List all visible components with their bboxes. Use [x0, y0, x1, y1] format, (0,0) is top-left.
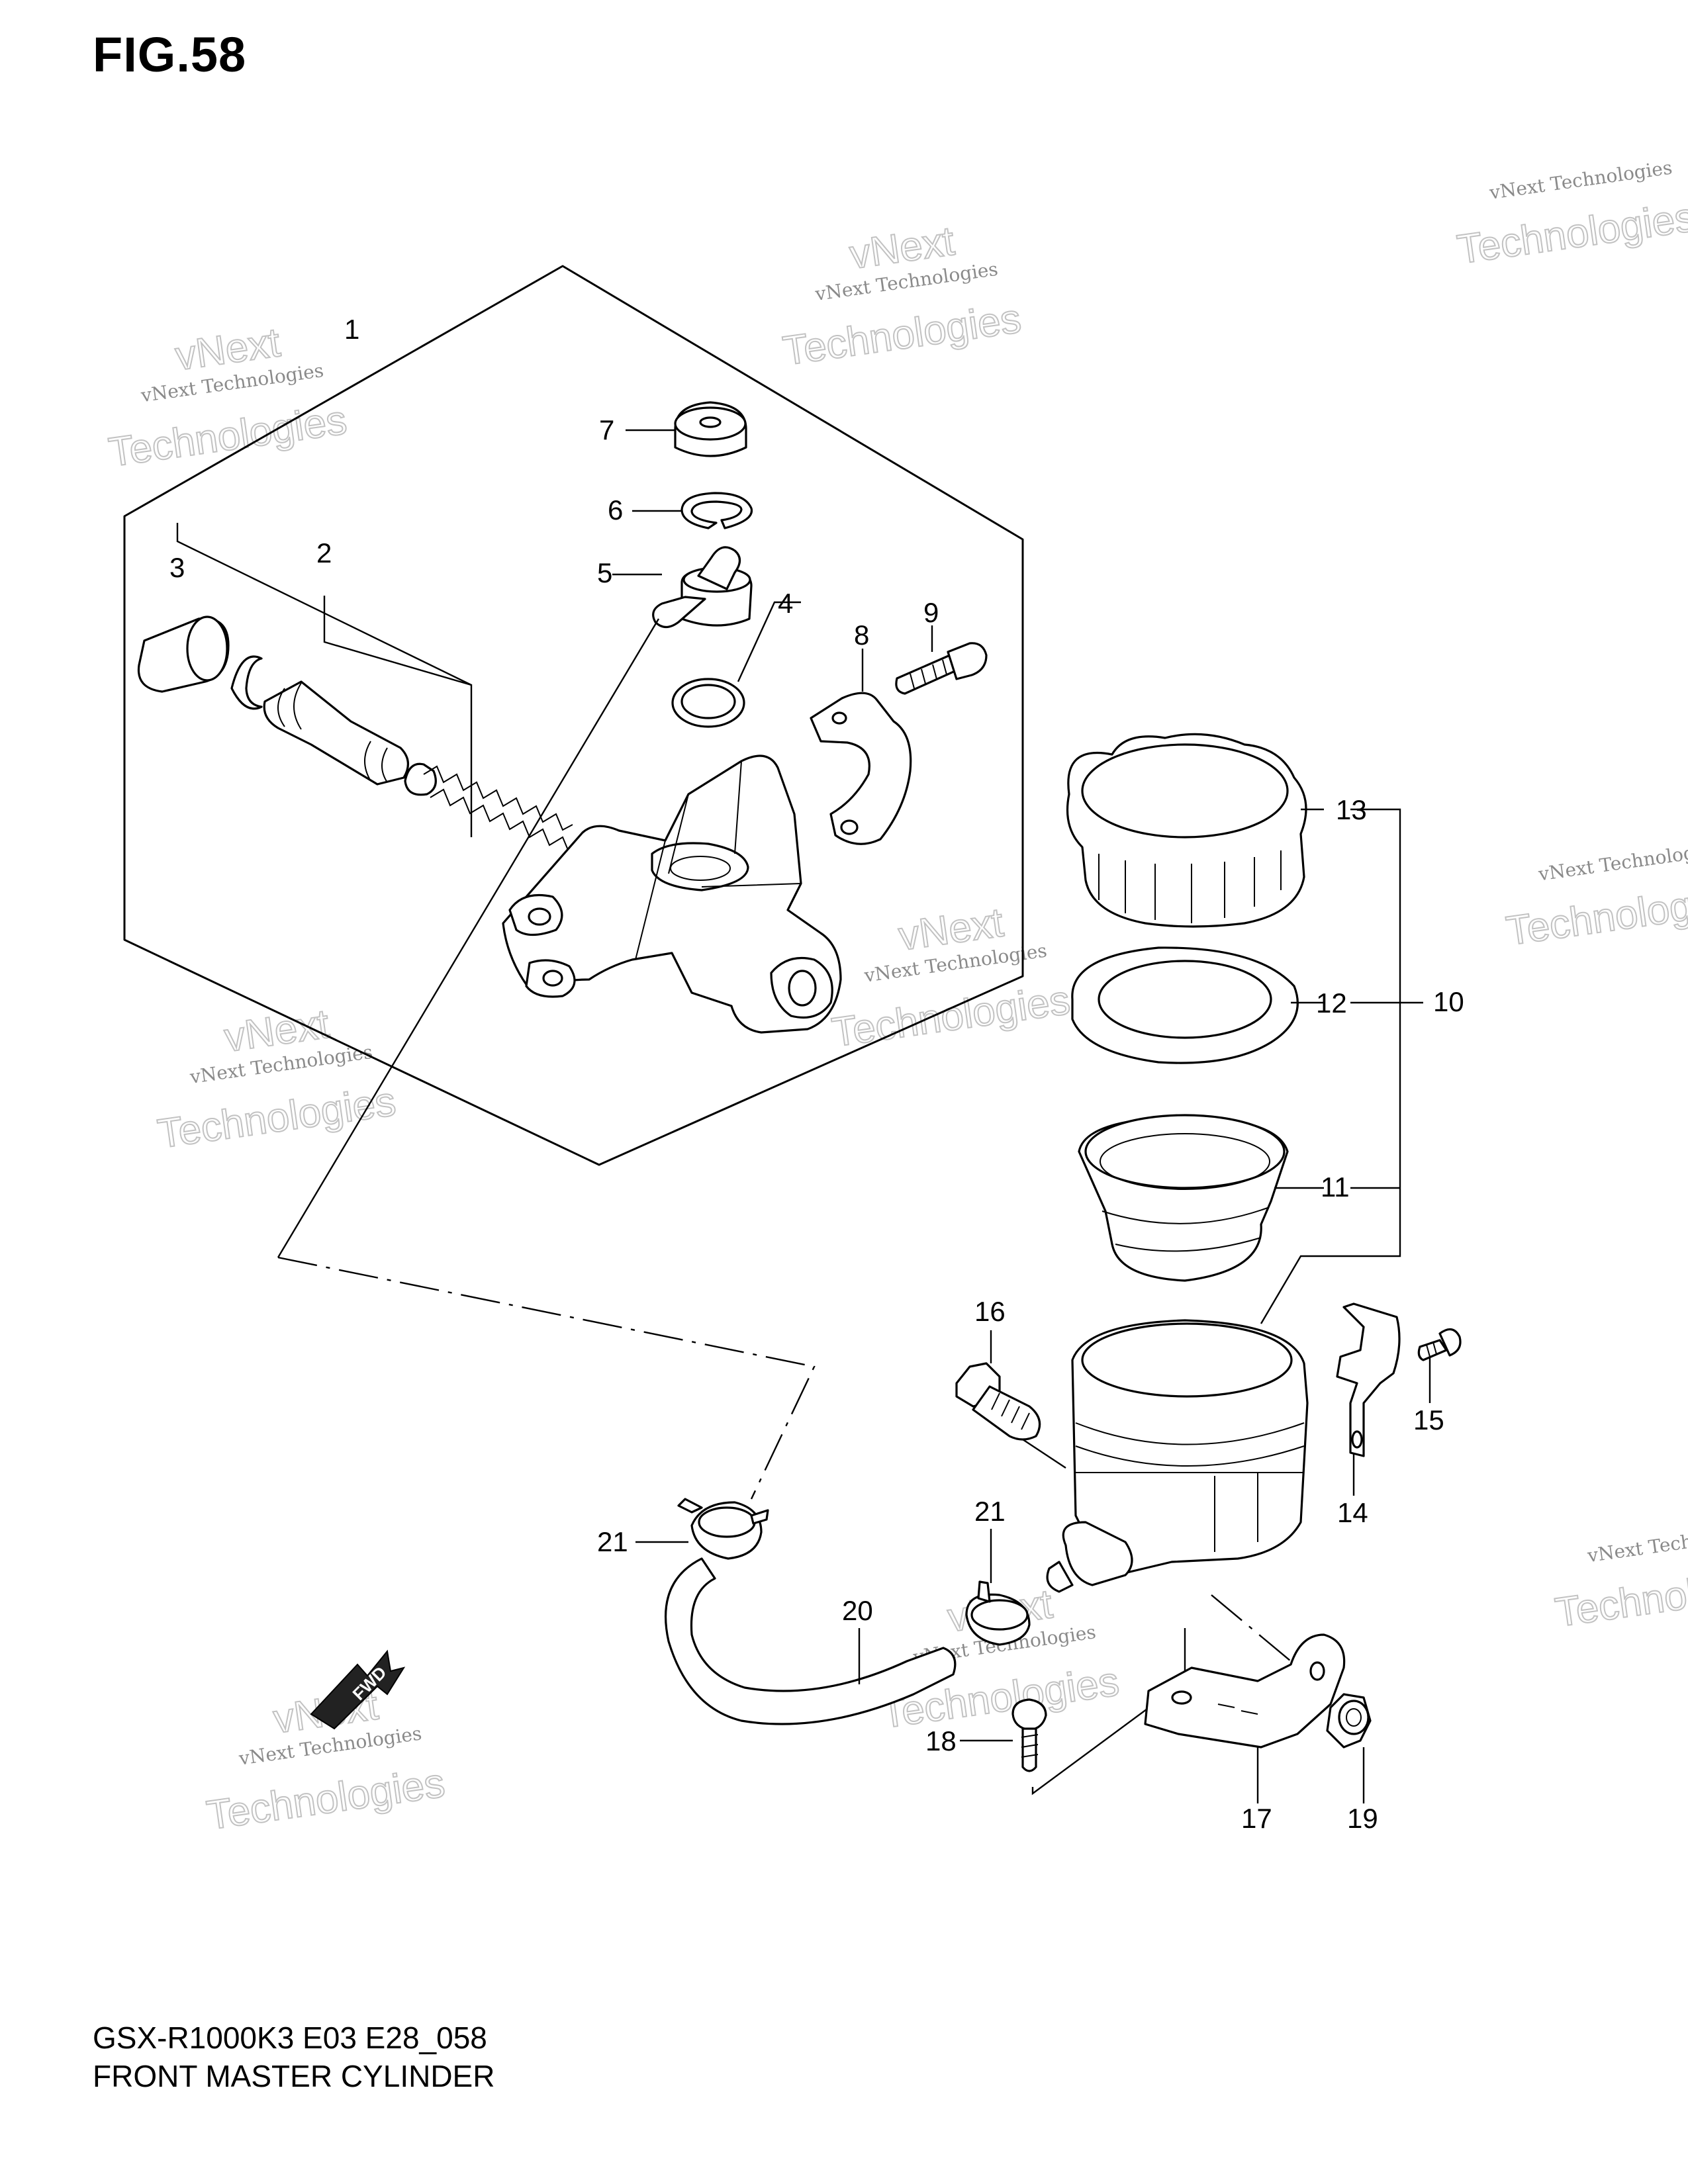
- watermark-layer: vNext Technologies vNext Technologies vN…: [105, 156, 1688, 1839]
- watermark-outline: Technologies: [1503, 876, 1688, 954]
- callout-13: 13: [1336, 794, 1367, 825]
- part-3-boot: [137, 615, 230, 693]
- part-17-bracket: [1144, 1633, 1346, 1749]
- part-15-screw: [1417, 1328, 1462, 1361]
- watermark-text: vNext Technologies: [1536, 838, 1688, 886]
- callout-10: 10: [1433, 986, 1464, 1017]
- part-20-hose: [664, 1557, 957, 1725]
- callout-17: 17: [1241, 1803, 1272, 1834]
- fwd-arrow-icon: FWD: [310, 1649, 406, 1730]
- callout-21-lower: 21: [974, 1496, 1006, 1527]
- callout-12: 12: [1316, 987, 1347, 1019]
- watermark-text: vNext Technologies: [1487, 156, 1673, 204]
- diagram-caption: FRONT MASTER CYLINDER: [93, 2059, 495, 2093]
- callout-19: 19: [1347, 1803, 1378, 1834]
- model-code: GSX-R1000K3 E03 E28_058: [93, 2021, 487, 2055]
- part-21-clamp-upper: [677, 1498, 769, 1560]
- leader-5-body: [277, 618, 660, 1258]
- callout-20: 20: [842, 1595, 873, 1626]
- leader-10-group: [1260, 808, 1423, 1324]
- watermark-outline: Technologies: [780, 296, 1024, 375]
- route-line-2: [1211, 1594, 1291, 1662]
- leader-2: [323, 596, 473, 837]
- diagram-footer: GSX-R1000K3 E03 E28_058 FRONT MASTER CYL…: [93, 2019, 494, 2095]
- figure-title: FIG.58: [93, 27, 247, 82]
- callout-16: 16: [974, 1296, 1006, 1327]
- callout-21-upper: 21: [597, 1526, 628, 1557]
- watermark-text: vNext Technologies: [1585, 1520, 1688, 1567]
- callout-9: 9: [923, 597, 939, 628]
- leader-16b: [1022, 1438, 1066, 1469]
- part-21-clamp-lower: [965, 1580, 1031, 1646]
- leader-3: [176, 523, 472, 686]
- reservoir-body: [1046, 1319, 1309, 1593]
- callout-6: 6: [608, 494, 623, 525]
- callout-3: 3: [169, 552, 185, 583]
- leader-18b: [1031, 1628, 1186, 1796]
- callout-5: 5: [597, 557, 612, 588]
- part-7-cap: [674, 401, 747, 457]
- assembly-outline: [123, 265, 1024, 1166]
- callout-18: 18: [925, 1725, 957, 1756]
- watermark-outline: Technologies: [1552, 1557, 1688, 1636]
- callout-7: 7: [599, 414, 614, 445]
- part-4-o-ring: [671, 678, 745, 728]
- callout-11: 11: [1321, 1171, 1350, 1203]
- callout-2: 2: [316, 537, 332, 569]
- watermark-outline: Technologies: [204, 1760, 447, 1839]
- route-line: [277, 1256, 816, 1500]
- part-12-plate: [1071, 946, 1299, 1064]
- part-16-bolt: [955, 1362, 1041, 1441]
- leader-4: [737, 601, 801, 682]
- watermark-outline: Technologies: [1454, 195, 1688, 273]
- part-6-circlip: [680, 492, 753, 529]
- part-5-connector: [652, 546, 753, 629]
- part-13-reservoir-cap: [1066, 733, 1307, 928]
- part-9-bolt: [895, 642, 988, 695]
- part-14-bracket: [1336, 1302, 1401, 1457]
- part-8-clamp: [810, 692, 912, 845]
- callout-8: 8: [854, 619, 869, 651]
- callout-14: 14: [1337, 1497, 1368, 1528]
- callout-labels: 1 2 3 4 5 6 7 8 9 10 11 12 13 14 15 16 1…: [169, 314, 1464, 1834]
- master-cylinder-body: [502, 754, 842, 1034]
- part-19-nut: [1326, 1693, 1372, 1749]
- part-11-diaphragm: [1078, 1114, 1289, 1282]
- part-18-bolt: [1011, 1698, 1047, 1772]
- callout-1: 1: [344, 314, 359, 345]
- callout-4: 4: [778, 588, 793, 619]
- part-2-piston-set: [230, 655, 580, 854]
- watermark-outline: Technologies: [829, 978, 1073, 1056]
- callout-15: 15: [1413, 1404, 1444, 1435]
